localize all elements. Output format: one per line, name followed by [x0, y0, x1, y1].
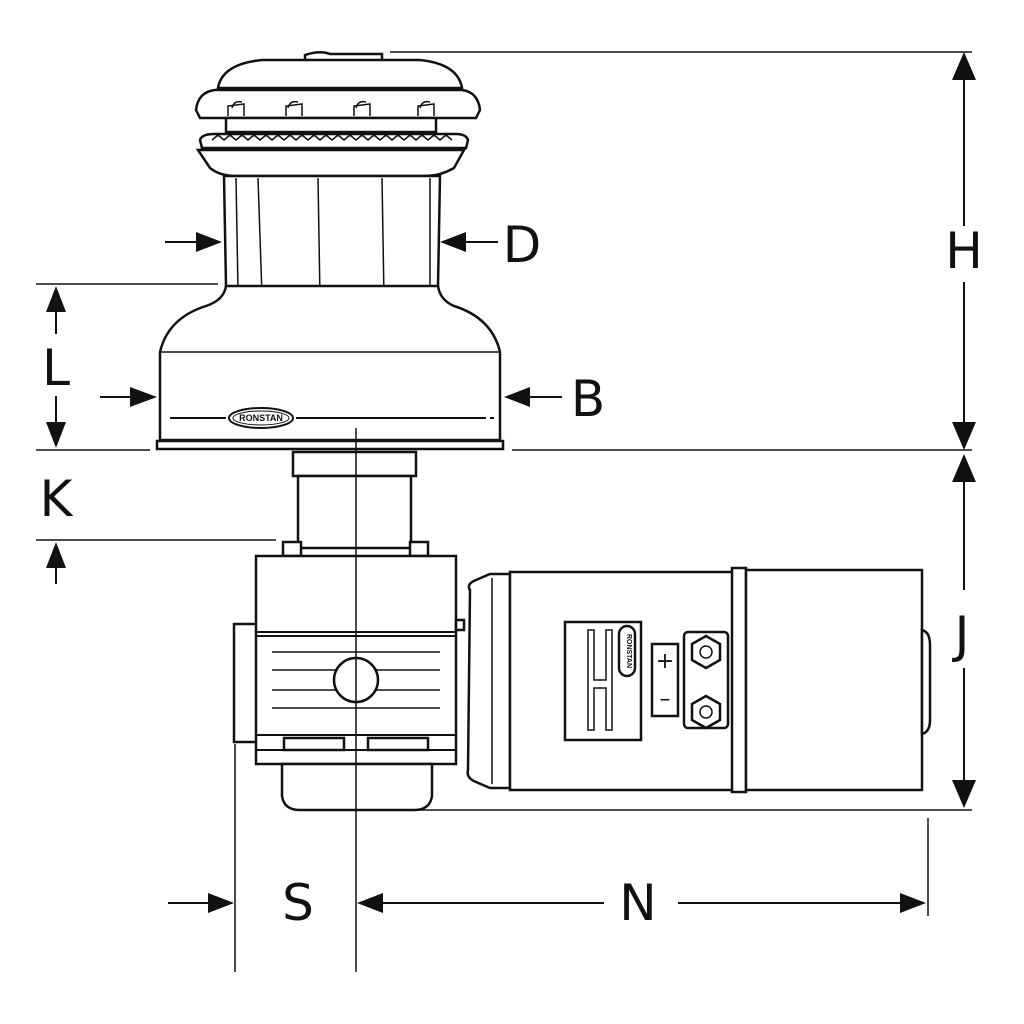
motor: RONSTAN + – [466, 566, 932, 794]
dimension-b: B [100, 370, 605, 428]
dimension-k: K [36, 470, 276, 584]
label-l: L [42, 339, 70, 397]
brand-logo-text: RONSTAN [239, 413, 283, 423]
label-k: K [40, 470, 74, 528]
dimension-s: S [168, 744, 314, 972]
label-b: B [571, 370, 605, 428]
brand-logo: RONSTAN [228, 407, 294, 429]
dimension-n: N [357, 818, 929, 932]
label-h: H [945, 222, 983, 280]
dimension-j: J [414, 454, 976, 811]
label-s: S [282, 874, 314, 932]
shaft [281, 450, 430, 558]
winch-drum [222, 174, 442, 302]
dimension-l: L [36, 283, 218, 451]
dimension-h: H [390, 51, 983, 451]
winch-base [155, 284, 505, 451]
dimension-d: D [165, 216, 541, 274]
gearbox [232, 554, 466, 812]
label-d: D [503, 216, 542, 274]
winch-top-cap [194, 51, 482, 178]
minus-terminal-sign: – [660, 687, 671, 712]
label-n: N [619, 874, 656, 932]
plus-terminal-sign: + [656, 649, 674, 674]
label-j: J [952, 606, 970, 664]
motor-brand-logo-text: RONSTAN [625, 634, 632, 668]
